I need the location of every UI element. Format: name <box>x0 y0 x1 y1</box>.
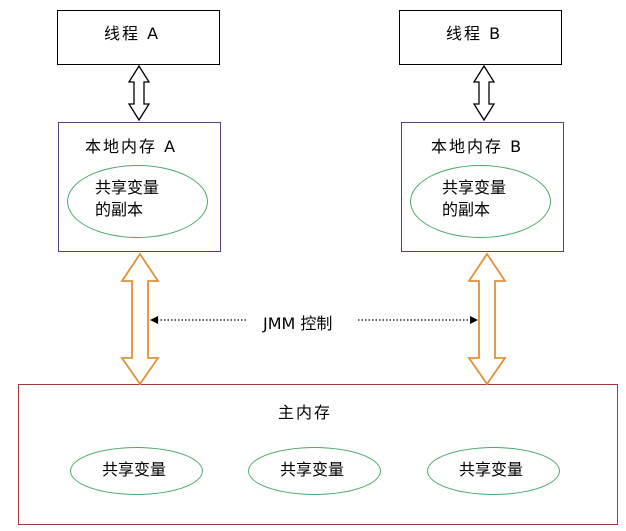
local-memory-b-label: 本地内存 B <box>431 137 524 156</box>
thread-a-label: 线程 A <box>104 24 161 43</box>
main-memory-box: 主内存 共享变量 共享变量 共享变量 <box>18 384 618 525</box>
local-b-copy-ellipse: 共享变量 的副本 <box>410 165 551 238</box>
main-var-1: 共享变量 <box>102 460 167 479</box>
local-a-copy-line1: 共享变量 <box>95 178 160 197</box>
jmm-right-arrowhead <box>470 316 478 324</box>
main-var-2: 共享变量 <box>280 460 345 479</box>
main-var-ellipse-3: 共享变量 <box>427 447 560 495</box>
local-a-main-arrow <box>120 252 160 386</box>
local-b-copy-line1: 共享变量 <box>442 178 507 197</box>
main-var-ellipse-2: 共享变量 <box>248 447 381 495</box>
local-a-copy-ellipse: 共享变量 的副本 <box>67 165 208 238</box>
thread-b-local-b-arrow <box>472 64 496 122</box>
local-memory-b-box: 本地内存 B 共享变量 的副本 <box>401 122 564 252</box>
local-a-copy-line2: 的副本 <box>95 200 144 219</box>
local-memory-a-box: 本地内存 A 共享变量 的副本 <box>58 122 221 252</box>
thread-b-box: 线程 B <box>399 10 562 65</box>
thread-b-label: 线程 B <box>446 24 503 43</box>
main-memory-label: 主内存 <box>278 403 333 422</box>
main-var-ellipse-1: 共享变量 <box>70 447 203 495</box>
local-b-main-arrow <box>467 252 507 386</box>
jmm-control-label: JMM 控制 <box>263 314 333 333</box>
local-b-copy-line2: 的副本 <box>442 200 491 219</box>
local-memory-a-label: 本地内存 A <box>85 137 178 156</box>
jmm-left-arrowhead <box>150 316 158 324</box>
thread-a-box: 线程 A <box>57 10 220 65</box>
thread-a-local-a-arrow <box>127 64 151 122</box>
main-var-3: 共享变量 <box>459 460 524 479</box>
